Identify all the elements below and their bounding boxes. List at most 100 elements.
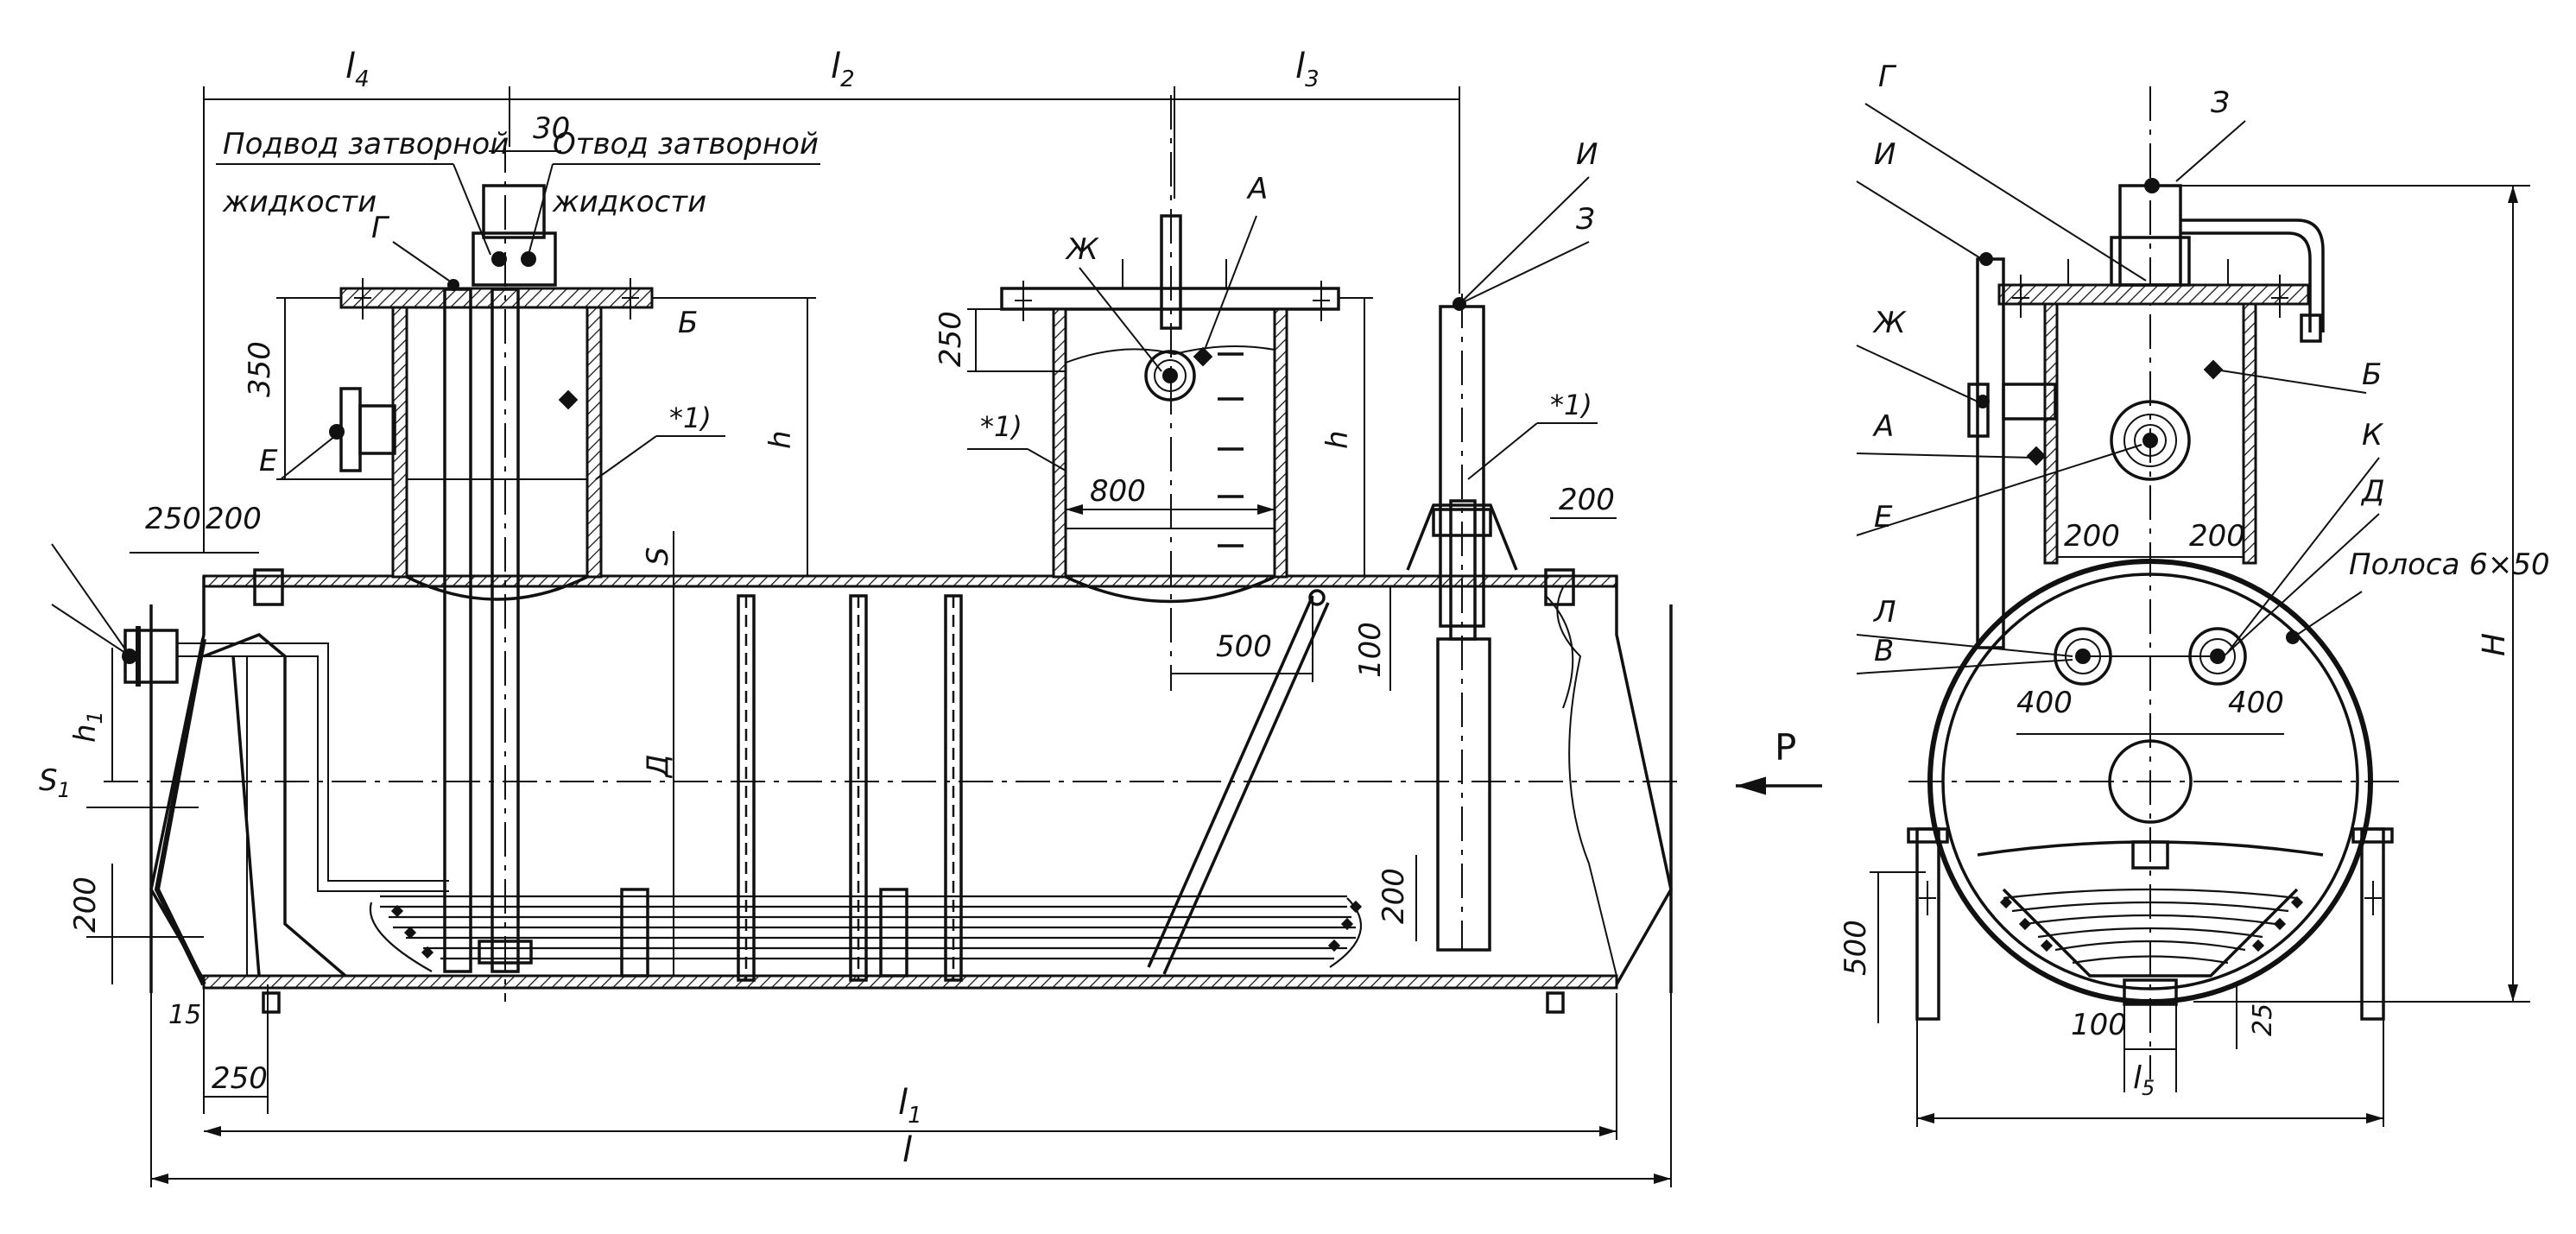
dim-25: 25 (2248, 1003, 2278, 1036)
point-z-marker (2144, 178, 2160, 193)
label-v-end: В (1874, 634, 1894, 668)
dim-200-b: 200 (2189, 519, 2245, 554)
left-tower: 350 h *1) Б Г Е (243, 138, 816, 1002)
label-b-end: Б (2362, 358, 2382, 392)
point-d-marker (122, 649, 137, 664)
label-g-left: Г (371, 211, 390, 245)
coil-supports-left (390, 900, 1363, 959)
dim-250-top: 250 (934, 311, 968, 367)
point-g-marker (447, 279, 459, 291)
bottom-shell-wall (202, 974, 1618, 990)
dim-500: 500 (1216, 630, 1272, 664)
middle-dome: Ж А 250 800 *1) 50 (934, 95, 1391, 691)
label-z-left: З (1576, 202, 1595, 237)
label-zh-end: Ж (1872, 306, 1907, 340)
dim-250-bottom: 250 (212, 1061, 268, 1096)
dim-15: 15 (168, 1000, 201, 1030)
supply-note-line2: жидкости (222, 185, 377, 219)
dim-h1: h1 (68, 711, 107, 743)
end-view-tower (1967, 178, 2325, 649)
inclined-pipe (1147, 589, 1330, 975)
label-a-left: А (1246, 172, 1268, 206)
end-view-shell (1927, 559, 2373, 1004)
dim-l1: l1 (898, 1083, 922, 1129)
label-e-left: Е (259, 444, 278, 478)
side-view: l4 l2 l3 Подвод затворной жидкости Отвод… (39, 47, 1822, 1187)
return-note-line1: Отвод затворной (553, 127, 819, 161)
right-instrument-column: И З *1) 200 200 (1377, 137, 1617, 952)
dim-200-left: 200 (206, 502, 262, 536)
point-strip (2286, 630, 2300, 644)
nozzle-v (51, 543, 449, 892)
marker-b (558, 389, 579, 410)
note-1-right: *1) (1550, 389, 1592, 421)
dim-s: S (641, 547, 675, 566)
left-tower-flange (339, 287, 654, 309)
return-note-line2: жидкости (552, 185, 706, 219)
dim-l4: l4 (345, 47, 370, 92)
dim-h-right: h (1320, 430, 1355, 449)
dim-l: l (902, 1130, 912, 1170)
dim-400-b: 400 (2228, 686, 2284, 720)
dim-200-vert-right: 200 (1377, 868, 1411, 924)
label-a-end: А (1872, 409, 1894, 444)
overall-length-dims: l1 l (150, 993, 1672, 1187)
dim-100-end: 100 (2071, 1008, 2127, 1042)
marker-b-end (2203, 359, 2224, 380)
point-e-marker (329, 424, 345, 440)
dim-h-end: Н (2477, 633, 2512, 656)
internal-columns (737, 594, 963, 982)
point-zh-marker (1162, 368, 1178, 383)
left-dimensions: 250 200 h1 S1 200 15 250 (39, 502, 269, 1114)
dim-200-vert-left: 200 (68, 876, 103, 933)
dim-l3: l3 (1295, 47, 1320, 92)
end-view-supports (1907, 827, 2394, 1021)
dim-250-left: 250 (145, 502, 201, 536)
label-d-end: Д (2360, 474, 2385, 509)
dim-400-a: 400 (2016, 686, 2073, 720)
dim-100-left: 100 (1353, 622, 1388, 678)
dim-500-end: 500 (1839, 920, 1873, 976)
label-zh-left: Ж (1065, 232, 1099, 267)
label-g-end: Г (1878, 60, 1897, 94)
top-dimension-chain: l4 l2 l3 (203, 47, 1460, 553)
dim-s1: S1 (39, 763, 71, 802)
end-view-nozzles (2054, 627, 2300, 686)
dim-200-right-top: 200 (1559, 483, 1615, 517)
dim-800: 800 (1090, 474, 1146, 509)
label-b-left: Б (678, 306, 698, 340)
marker-a (1193, 346, 1213, 367)
dim-l5: l5 (2133, 1060, 2155, 1100)
point-supply (491, 251, 507, 267)
dim-h-left: h (763, 430, 798, 449)
note-1-middle: *1) (980, 410, 1022, 443)
heating-coil (369, 888, 1363, 978)
label-strip: Полоса 6×50 (2349, 547, 2550, 582)
end-view-coil (1977, 840, 2324, 1006)
dim-350: 350 (243, 341, 277, 397)
end-view-labels: Г З И Ж А Е Л В Б К Д Полоса 6×50 (1856, 60, 2550, 674)
sealing-liquid-notes: Подвод затворной жидкости Отвод затворно… (216, 111, 820, 256)
end-view: Г З И Ж А Е Л В Б К Д Полоса 6×50 (1839, 60, 2550, 1127)
point-return (521, 251, 536, 267)
end-view-dimensions: 200 200 400 400 500 100 25 l5 Н (1839, 185, 2530, 1127)
end-view-manhole (2108, 739, 2193, 824)
dim-l2: l2 (831, 47, 855, 92)
label-l-end: Л (1872, 595, 1896, 630)
marker-a-end (2026, 446, 2047, 466)
note-1-left: *1) (669, 402, 712, 434)
label-z-end: З (2211, 85, 2230, 120)
label-i-left: И (1576, 137, 1598, 172)
label-i-end: И (1874, 137, 1896, 172)
view-arrow-p: Р (1736, 726, 1822, 795)
label-p: Р (1775, 726, 1796, 769)
label-k-end: К (2362, 418, 2384, 452)
vessel-body (149, 568, 1673, 1014)
dim-200-a: 200 (2064, 519, 2120, 554)
point-e-end (2142, 433, 2158, 448)
dim-30: 30 (533, 111, 570, 146)
dim-d: Д (641, 754, 675, 779)
supply-note-line1: Подвод затворной (223, 127, 509, 161)
point-zh-end (1976, 395, 1990, 408)
